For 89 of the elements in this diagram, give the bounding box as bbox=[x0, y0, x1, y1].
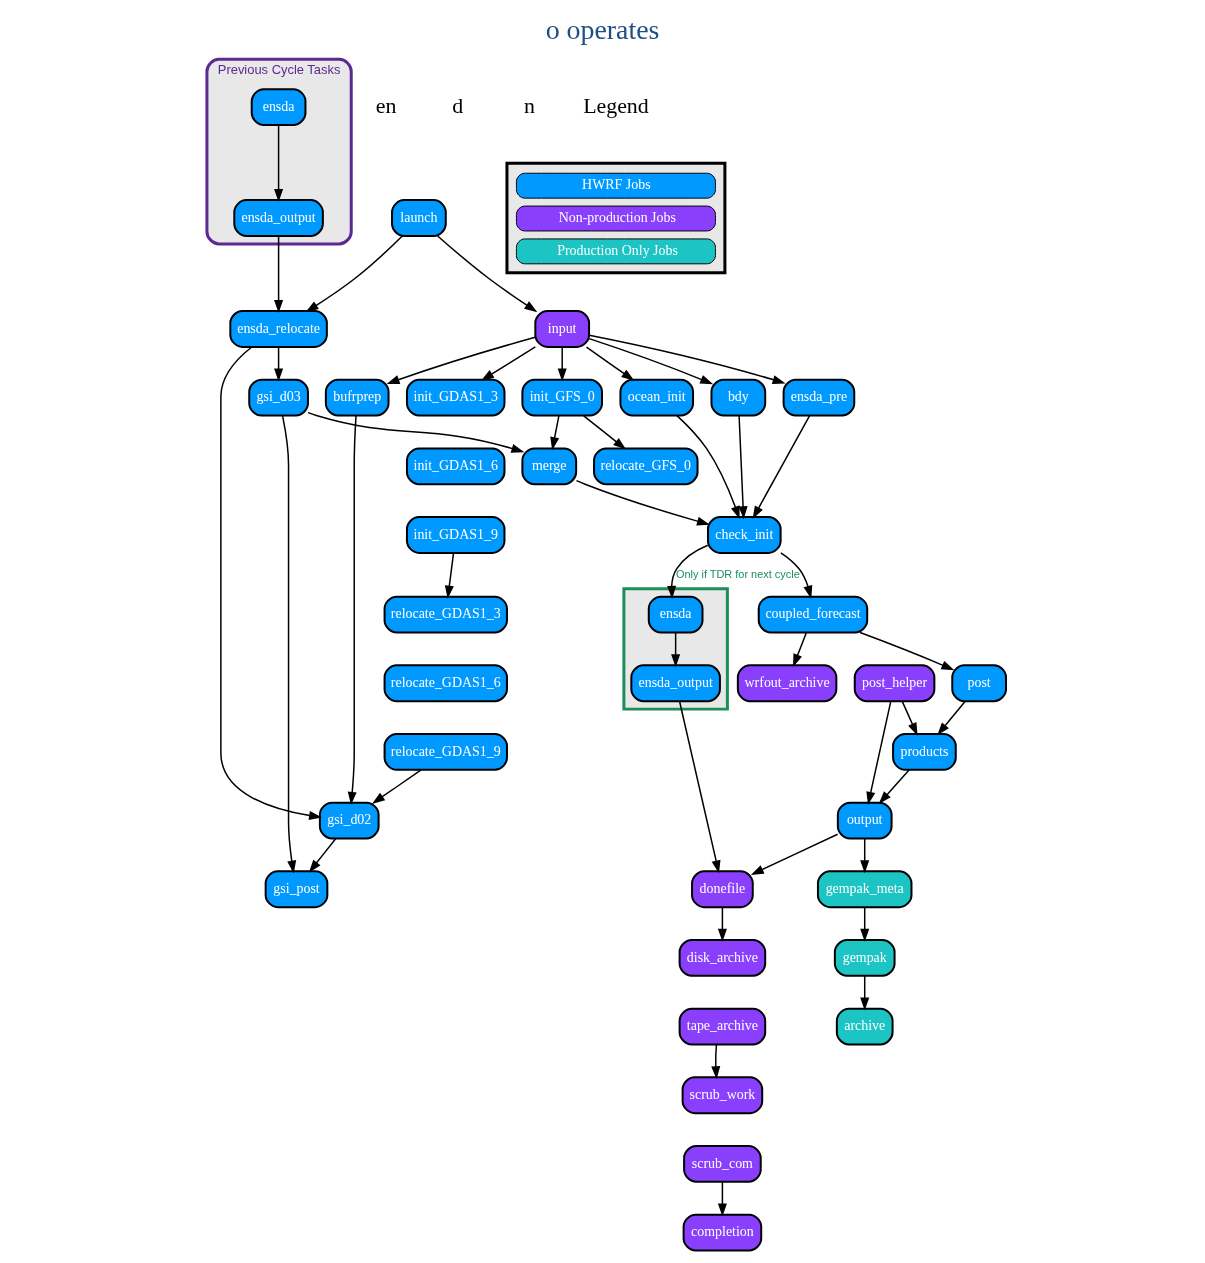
node-box: scrub_work bbox=[681, 1076, 764, 1115]
node-box: check_init bbox=[707, 516, 782, 554]
legend-label: Production Only Jobs bbox=[557, 243, 678, 259]
node-box: bufrprep bbox=[324, 378, 390, 417]
arrow bbox=[793, 632, 808, 667]
node-box: gsi_post bbox=[264, 870, 329, 909]
arrow bbox=[575, 479, 710, 526]
arrow bbox=[588, 337, 714, 385]
arrow bbox=[347, 414, 357, 805]
node-box: post bbox=[951, 664, 1007, 703]
arrow bbox=[859, 631, 955, 671]
node-box: ocean_init bbox=[619, 378, 695, 417]
arrow bbox=[444, 552, 455, 599]
arrow bbox=[667, 544, 709, 599]
arrow bbox=[937, 700, 966, 736]
node-box: bdy bbox=[710, 378, 767, 417]
arrow bbox=[308, 838, 337, 873]
arrow bbox=[860, 975, 870, 1011]
node-box: init_GDAS1_3 bbox=[405, 378, 506, 417]
node-box: ensda_output bbox=[630, 664, 721, 703]
arrow bbox=[901, 700, 918, 736]
node-box: ensda bbox=[250, 88, 307, 126]
arrow bbox=[436, 235, 538, 313]
arrow bbox=[752, 415, 811, 519]
arrow bbox=[281, 415, 297, 874]
arrow bbox=[585, 346, 635, 381]
arrow bbox=[220, 346, 323, 820]
arrow bbox=[717, 1181, 727, 1217]
edge-label: Only if TDR for next cycle bbox=[675, 567, 800, 580]
arrow bbox=[780, 552, 813, 599]
arrow bbox=[582, 415, 627, 450]
node-box: relocate_GDAS1_3 bbox=[383, 595, 508, 634]
node-box: gsi_d03 bbox=[248, 378, 309, 417]
arrow bbox=[305, 235, 404, 313]
node-box: gempak bbox=[833, 939, 896, 977]
arrow bbox=[671, 632, 681, 668]
label: en bbox=[375, 92, 397, 118]
arrow bbox=[557, 346, 567, 382]
node-box: wrfout_archive bbox=[736, 664, 838, 703]
arrow bbox=[274, 124, 284, 203]
arrow bbox=[274, 346, 284, 382]
node-box: merge bbox=[521, 447, 578, 486]
node-box: post_helper bbox=[853, 664, 936, 703]
node-box: products bbox=[892, 733, 957, 771]
legend-label: Non-production Jobs bbox=[558, 210, 676, 226]
node-box: ensda bbox=[647, 595, 704, 634]
arrow bbox=[386, 336, 536, 384]
node-box: scrub_com bbox=[683, 1144, 762, 1183]
arrow bbox=[860, 906, 870, 942]
arrow bbox=[860, 838, 870, 874]
arrow bbox=[550, 415, 560, 451]
node-box: ensda_output bbox=[233, 199, 324, 237]
node-box: init_GDAS1_9 bbox=[405, 516, 506, 554]
node-box: init_GDAS1_6 bbox=[405, 447, 506, 486]
node-box: relocate_GFS_0 bbox=[593, 447, 699, 486]
node-box: tape_archive bbox=[678, 1007, 767, 1046]
label: n bbox=[523, 92, 535, 118]
node-box: launch bbox=[391, 199, 447, 237]
node-box: donefile bbox=[691, 870, 754, 909]
node-box: relocate_GDAS1_9 bbox=[383, 733, 508, 771]
arrow bbox=[371, 769, 422, 804]
arrow bbox=[738, 415, 748, 520]
label: d bbox=[452, 92, 464, 118]
node-box: output bbox=[836, 801, 893, 840]
node-box: relocate_GDAS1_6 bbox=[383, 664, 508, 703]
legend-label: HWRF Jobs bbox=[582, 177, 651, 193]
node-box: gempak_meta bbox=[816, 870, 913, 909]
arrow bbox=[717, 906, 727, 942]
node-box: archive bbox=[835, 1007, 894, 1046]
arrow bbox=[307, 411, 525, 453]
node-box: completion bbox=[682, 1213, 763, 1252]
node-box: init_GFS_0 bbox=[521, 378, 603, 417]
arrow bbox=[678, 700, 721, 874]
arrow bbox=[750, 833, 839, 875]
arrow bbox=[274, 235, 284, 313]
arrow bbox=[878, 769, 910, 804]
arrow bbox=[866, 700, 892, 805]
arrow bbox=[676, 414, 740, 520]
node-box: disk_archive bbox=[678, 939, 767, 977]
arrow bbox=[588, 334, 786, 384]
node-box: ensda_pre bbox=[782, 378, 856, 417]
label: Legend bbox=[583, 92, 649, 118]
arrow bbox=[481, 346, 537, 381]
node-box: gsi_d02 bbox=[318, 801, 380, 840]
node-box: input bbox=[534, 310, 591, 348]
arrow bbox=[711, 1043, 721, 1080]
node-box: coupled_forecast bbox=[757, 595, 869, 634]
node-box: ensda_relocate bbox=[229, 310, 328, 348]
diagram-title: o operates bbox=[545, 13, 660, 45]
